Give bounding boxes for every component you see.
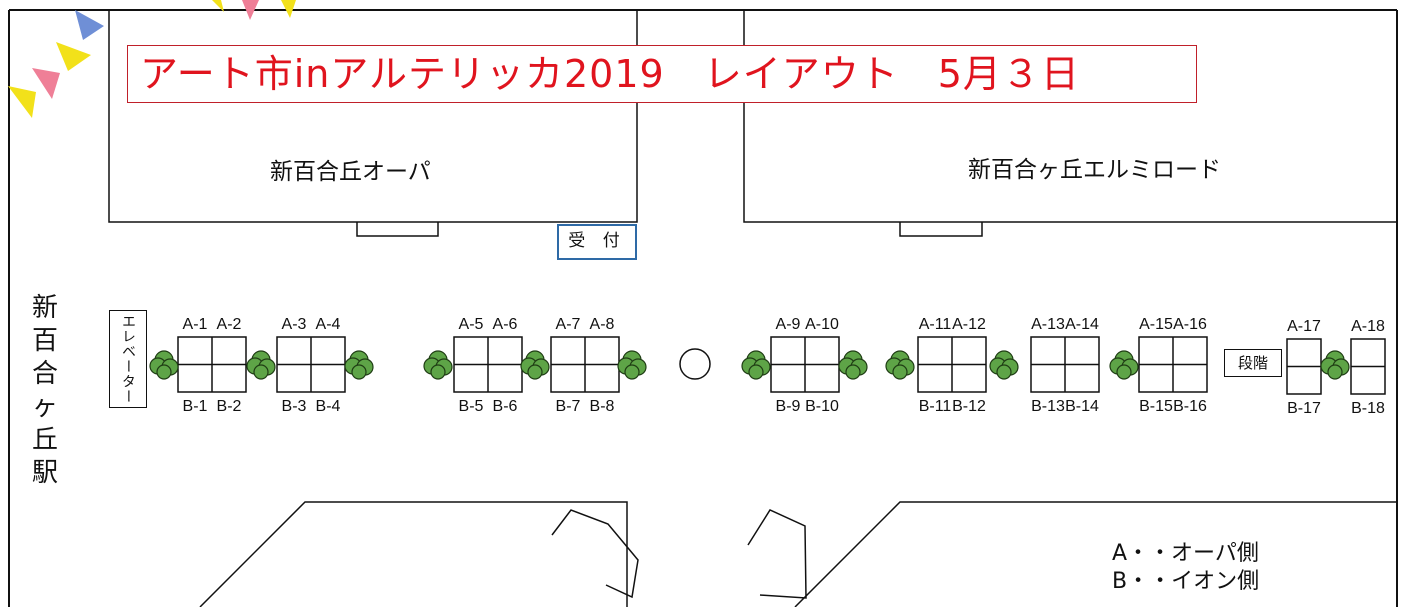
stall-label-b: B-16 — [1173, 398, 1207, 415]
stall-label-b: B-3 — [281, 398, 307, 415]
outer-frame — [8, 9, 1398, 607]
stall-label-a: A-17 — [1287, 318, 1321, 335]
stall-label-a: A-14 — [1065, 316, 1099, 333]
stall-label-a: A-9 — [775, 316, 801, 333]
stall-label-b: B-10 — [805, 398, 839, 415]
tree-icon — [989, 350, 1019, 380]
stall-label-a: A-11 — [918, 316, 952, 333]
tree-icon — [617, 350, 647, 380]
stall-label-b: B-5 — [458, 398, 484, 415]
stall-grids — [177, 336, 1386, 395]
tree-icon — [246, 350, 276, 380]
stall-label-a: A-18 — [1351, 318, 1385, 335]
stall-label-a: A-12 — [952, 316, 986, 333]
stairs: 段階 — [1224, 349, 1282, 377]
reception-desk: 受 付 — [557, 224, 637, 260]
bunting-flags — [8, 0, 296, 118]
building-label-left: 新百合丘オーパ — [270, 159, 431, 185]
stall-label-b: B-1 — [182, 398, 208, 415]
tree-icon — [741, 350, 771, 380]
legend-a: A・・オーパ側 — [1112, 541, 1259, 566]
building-outlines — [108, 10, 1397, 237]
stall-label-b: B-15 — [1139, 398, 1173, 415]
trees — [149, 350, 1350, 380]
stall-label-b: B-4 — [315, 398, 341, 415]
stall-label-b: B-11 — [918, 398, 952, 415]
stall-label-b: B-2 — [216, 398, 242, 415]
building-label-right: 新百合ヶ丘エルミロード — [968, 157, 1221, 183]
stall-label-a: A-3 — [281, 316, 307, 333]
tree-icon — [423, 350, 453, 380]
stall-label-a: A-5 — [458, 316, 484, 333]
tree-icon — [885, 350, 915, 380]
stall-label-a: A-6 — [492, 316, 518, 333]
tree-icon — [344, 350, 374, 380]
stall-label-b: B-8 — [589, 398, 615, 415]
stall-label-b: B-9 — [775, 398, 801, 415]
stall-label-a: A-16 — [1173, 316, 1207, 333]
stall-label-a: A-1 — [182, 316, 208, 333]
tree-icon — [520, 350, 550, 380]
tree-icon — [1320, 350, 1350, 380]
stall-label-b: B-12 — [952, 398, 986, 415]
stall-label-a: A-15 — [1139, 316, 1173, 333]
elevator: エレベーター — [109, 310, 147, 408]
tree-icon — [1109, 350, 1139, 380]
stall-label-a: A-2 — [216, 316, 242, 333]
legend-b: B・・イオン側 — [1112, 569, 1260, 594]
legend: A・・オーパ側 B・・イオン側 — [1112, 540, 1259, 596]
stall-label-a: A-10 — [805, 316, 839, 333]
bottom-walkway — [199, 501, 1397, 607]
stall-label-b: B-14 — [1065, 398, 1099, 415]
stall-label-a: A-13 — [1031, 316, 1065, 333]
tree-icon — [838, 350, 868, 380]
stall-label-a: A-4 — [315, 316, 341, 333]
stall-label-a: A-8 — [589, 316, 615, 333]
station-label: 新百合ヶ丘駅 — [31, 293, 58, 488]
stall-label-b: B-13 — [1031, 398, 1065, 415]
page-title: アート市inアルテリッカ2019 レイアウト 5月３日 — [127, 45, 1197, 103]
tree-icon — [149, 350, 179, 380]
pillar-circle — [679, 348, 711, 380]
stall-label-b: B-6 — [492, 398, 518, 415]
stall-label-b: B-7 — [555, 398, 581, 415]
stall-label-b: B-17 — [1287, 400, 1321, 417]
stall-label-a: A-7 — [555, 316, 581, 333]
stall-label-b: B-18 — [1351, 400, 1385, 417]
